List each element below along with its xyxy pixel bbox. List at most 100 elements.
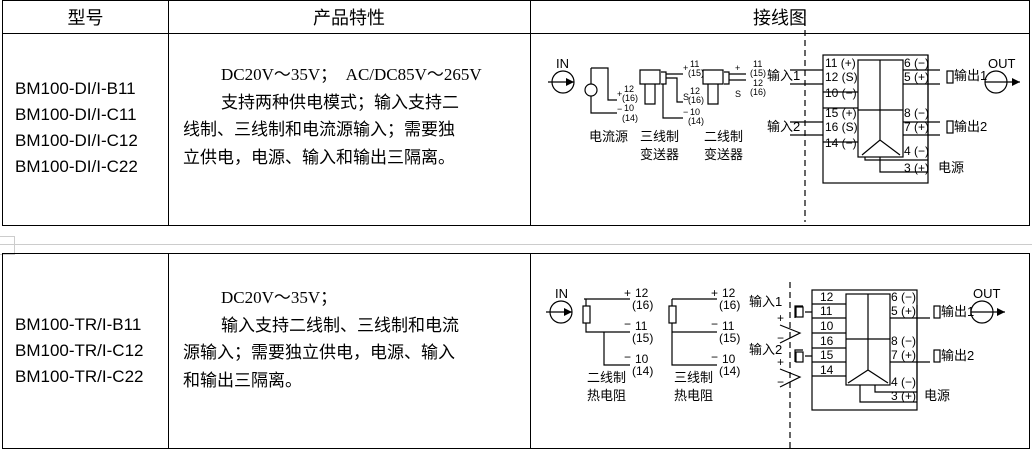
spec-table-1: 型号 产品特性 接线图 BM100-DI/I-B11 BM100-DI/I-C1…	[2, 0, 1030, 226]
header-features: 产品特性	[313, 8, 385, 28]
terminal-num: 12	[690, 86, 700, 96]
feature-line: 立供电，电源、输入和输出三隔离。	[183, 147, 455, 167]
terminal-num: 11	[753, 59, 762, 69]
terminal-minus: −	[711, 350, 718, 364]
terminal: 8 (−)	[891, 334, 916, 348]
label-transmitter: 变送器	[640, 147, 679, 162]
model: BM100-TR/I-C22	[15, 367, 144, 386]
label-transmitter: 变送器	[704, 147, 743, 162]
terminal-num: 10	[690, 107, 700, 117]
feature-line: 线制、三线制和电流源输入；需要独	[183, 120, 455, 139]
out-label: OUT	[988, 56, 1016, 71]
terminal: 15 (+)	[825, 106, 857, 120]
wiring-diagram-1: IN OUT + 12 (16) − 10 (14) + 11 (15) S 1…	[548, 10, 1020, 222]
label-output1: 输出1	[954, 68, 987, 83]
label-3wire: 三线制	[674, 370, 713, 385]
terminal-num: (16)	[632, 298, 653, 312]
terminal: 3 (+)	[891, 389, 916, 403]
feature-line: DC20V～35V； AC/DC85V～265V	[221, 65, 482, 84]
terminal-num: 12	[624, 84, 634, 94]
terminal: 6 (−)	[891, 290, 916, 304]
terminal-num: 12	[753, 78, 763, 88]
terminal-num: (15)	[750, 68, 766, 78]
terminal: 4 (−)	[904, 144, 929, 158]
terminal-plus: +	[683, 63, 688, 73]
terminal-plus: +	[711, 286, 718, 300]
terminal-minus: −	[624, 350, 631, 364]
label-input1: 输入1	[767, 68, 800, 83]
label-2wire: 二线制	[704, 129, 743, 144]
model: BM100-TR/I-B11	[15, 315, 142, 334]
terminal-num: (14)	[622, 113, 638, 123]
model: BM100-DI/I-B11	[15, 79, 136, 98]
label-output2: 输出2	[941, 348, 974, 363]
model: BM100-DI/I-C12	[15, 131, 138, 150]
terminal: 14	[820, 363, 834, 377]
terminal-num: (14)	[688, 116, 704, 126]
terminal: 11 (+)	[825, 56, 856, 70]
terminal: 14 (−)	[825, 136, 857, 150]
label-input1: 输入1	[749, 294, 782, 309]
table-marker	[0, 236, 15, 255]
page-separator	[0, 244, 1032, 245]
terminal-num: (15)	[719, 331, 740, 345]
terminal: 7 (+)	[904, 120, 929, 134]
terminal-num: 10	[722, 352, 736, 366]
terminal: 7 (+)	[891, 348, 916, 362]
terminal-minus: −	[777, 331, 784, 345]
feature-line: 源输入；需要独立供电，电源、输入	[183, 343, 455, 362]
terminal-plus: +	[735, 63, 740, 73]
in-label: IN	[556, 56, 569, 71]
spec-table-2: BM100-TR/I-B11 BM100-TR/I-C12 BM100-TR/I…	[2, 253, 1030, 449]
model: BM100-DI/I-C11	[15, 105, 137, 124]
model: BM100-TR/I-C12	[15, 341, 144, 360]
model: BM100-DI/I-C22	[15, 157, 138, 176]
terminal-plus: +	[777, 355, 784, 369]
terminal: 3 (+)	[904, 161, 929, 175]
terminal: 5 (+)	[891, 304, 916, 318]
terminal-minus: −	[683, 107, 688, 117]
terminal-plus: +	[617, 89, 622, 99]
label-current-source: 电流源	[589, 129, 628, 144]
terminal-num: 11	[690, 59, 699, 69]
terminal: 12 (S)	[825, 70, 858, 84]
terminal-minus: −	[617, 104, 622, 114]
terminal: 16 (S)	[825, 120, 858, 134]
model-list: BM100-DI/I-B11 BM100-DI/I-C11 BM100-DI/I…	[15, 76, 138, 180]
label-2wire: 二线制	[587, 370, 626, 385]
features-text: DC20V～35V； 输入支持二线制、三线制和电流 源输入；需要独立供电，电源、…	[183, 284, 528, 394]
terminal: 12	[820, 290, 834, 304]
terminal: 11	[820, 304, 833, 318]
terminal-num: (14)	[632, 364, 653, 378]
terminal: 8 (−)	[904, 106, 929, 120]
header-model: 型号	[67, 8, 104, 28]
terminal-num: (16)	[750, 87, 766, 97]
terminal: 5 (+)	[904, 70, 929, 84]
feature-line: 输入支持二线制、三线制和电流	[221, 315, 459, 335]
terminal: 10 (−)	[825, 86, 857, 100]
label-output2: 输出2	[954, 119, 987, 134]
label-input2: 输入2	[749, 342, 782, 357]
terminal-num: (15)	[632, 331, 653, 345]
feature-line: 和输出三隔离。	[183, 370, 302, 390]
terminal-num: 12	[635, 286, 649, 300]
terminal-num: (14)	[719, 364, 740, 378]
terminal-num: (15)	[688, 68, 704, 78]
model-list: BM100-TR/I-B11 BM100-TR/I-C12 BM100-TR/I…	[15, 312, 143, 390]
terminal: 15	[820, 348, 834, 362]
label-power: 电源	[938, 160, 964, 175]
terminal: 6 (−)	[904, 56, 929, 70]
terminal-num: 10	[624, 103, 634, 113]
terminal-num: 11	[635, 319, 648, 333]
label-rtd: 热电阻	[587, 388, 626, 403]
terminal-num: (16)	[719, 298, 740, 312]
terminal-num: (16)	[622, 93, 638, 103]
in-label: IN	[555, 286, 568, 301]
features-text: DC20V～35V； AC/DC85V～265V 支持两种供电模式；输入支持二 …	[183, 61, 528, 171]
terminal-plus: +	[777, 311, 784, 325]
terminal: 16	[820, 334, 834, 348]
terminal-s: S	[683, 92, 689, 102]
terminal-num: 11	[722, 319, 735, 333]
label-3wire: 三线制	[640, 129, 679, 144]
